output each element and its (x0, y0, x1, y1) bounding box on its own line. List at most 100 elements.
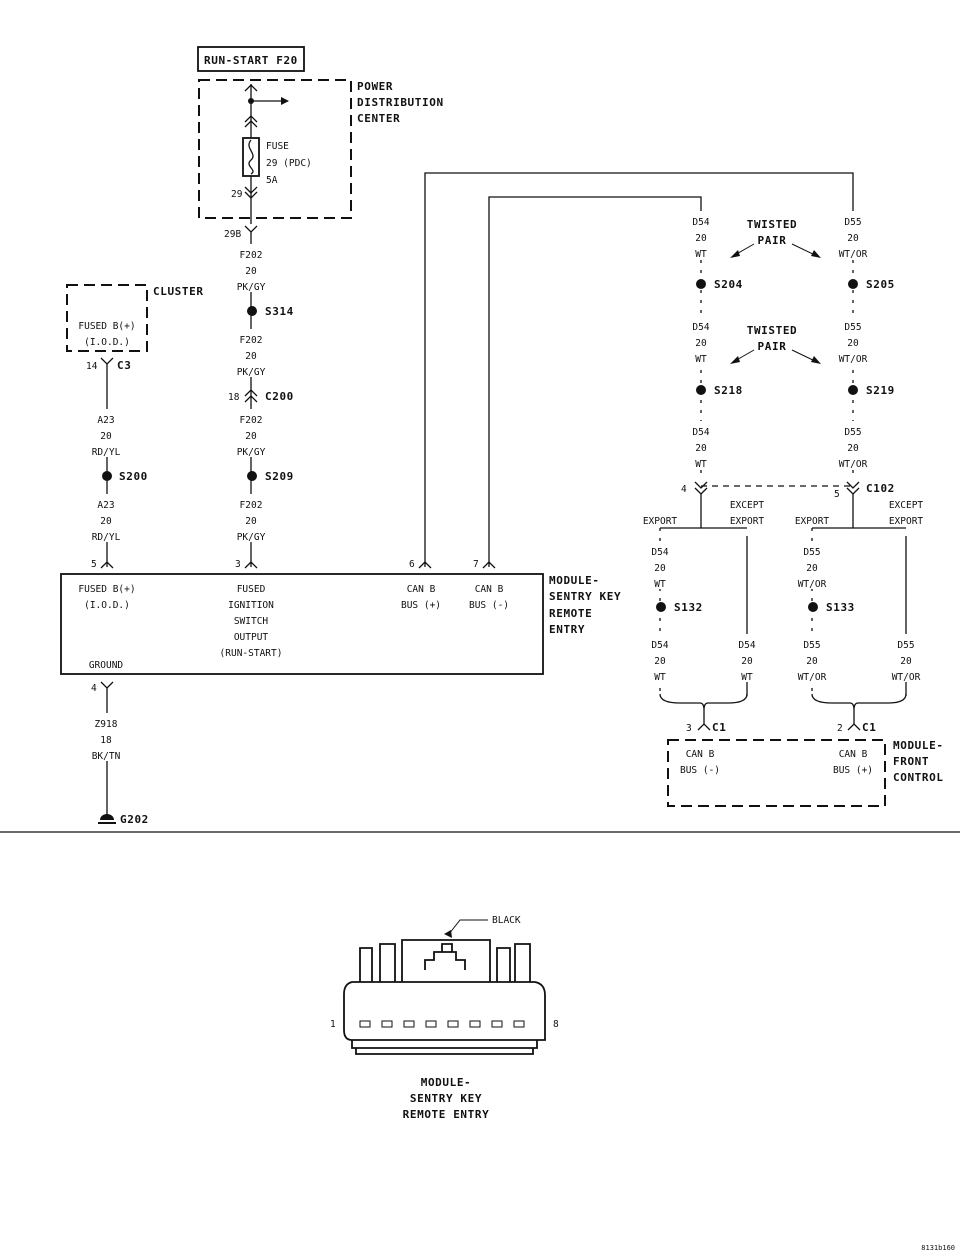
c3-label: C3 (117, 359, 131, 372)
fuse-text-2: 29 (PDC) (266, 158, 312, 169)
connector-base (351, 1040, 538, 1055)
skr-module: MODULE- SENTRY KEY REMOTE ENTRY FUSED B(… (60, 573, 621, 675)
g202-label: G202 (120, 813, 149, 826)
fcm-pin-2: 2 (837, 723, 843, 734)
f202-seg2-gauge: 20 (245, 351, 257, 362)
skr-pin-6: 6 (409, 559, 415, 570)
connector-pin (403, 1020, 415, 1028)
connector-label-1: MODULE- (421, 1076, 472, 1089)
f202-seg3-color: PK/GY (237, 447, 266, 458)
right-export-label: EXPORT (795, 516, 830, 527)
f202-seg1-gauge: 20 (245, 266, 257, 277)
r-except-circuit: D55 (897, 640, 914, 651)
connector-center-housing (401, 939, 491, 982)
r-export-top-color: WT/OR (798, 579, 827, 590)
l-export-bottom-circuit: D54 (651, 640, 668, 651)
fuse-bus-arrowhead (281, 97, 289, 105)
fcm-dashed-box (667, 739, 886, 807)
connector-key-tab (441, 943, 453, 952)
ground-pin: 4 (91, 683, 97, 694)
c3-pin: 14 (86, 361, 98, 372)
f202-mask-1 (238, 244, 264, 292)
connector-pin (447, 1020, 459, 1028)
f202-seg4-gauge: 20 (245, 516, 257, 527)
can-bus-wires: 6 7 (409, 172, 854, 570)
f202-seg4-color: PK/GY (237, 532, 266, 543)
fcm-c1-left: C1 (712, 721, 726, 734)
splice-s200-label: S200 (119, 470, 148, 483)
connector-color-label: BLACK (492, 915, 521, 926)
right-except-label-1: EXCEPT (889, 500, 924, 511)
pdc-label-2: DISTRIBUTION (357, 96, 444, 109)
connector-label-3: REMOTE ENTRY (403, 1108, 490, 1121)
c102-connector-right (846, 481, 860, 495)
fcm-pin-3-connector (697, 723, 711, 731)
twisted-pair-1-arrowhead-left (730, 250, 740, 258)
d54-3-gauge: 20 (695, 443, 707, 454)
c200-pin: 18 (228, 392, 240, 403)
can-plus-wire (424, 172, 854, 567)
splice-s205-label: S205 (866, 278, 895, 291)
fuse-element (242, 137, 260, 177)
splice-s133 (808, 602, 818, 612)
run-start-f20-label: RUN-START F20 (204, 54, 298, 67)
d55-3-mask (833, 421, 873, 469)
right-except-label-2: EXPORT (889, 516, 924, 527)
d55-3-circuit: D55 (844, 427, 861, 438)
fuse-cavity-29-connector (244, 186, 258, 199)
c102-section: 4 5 C102 EXPORT EXCEPT EXPORT EXPORT EXC… (643, 481, 924, 529)
r-export-bottom-mask (792, 634, 832, 682)
twisted-pair-2-arrowhead-right (811, 356, 821, 364)
c200-connector (244, 389, 258, 403)
fcm-can-plus-2: BUS (+) (833, 765, 873, 776)
c102-pin-4: 4 (681, 484, 687, 495)
twisted-pair-2-arrowhead-left (730, 356, 740, 364)
f202-seg1-circuit: F202 (240, 250, 263, 261)
fcm-c1-right: C1 (862, 721, 876, 734)
l-export-top-gauge: 20 (654, 563, 666, 574)
twisted-pair-1-line2: PAIR (758, 234, 787, 247)
skr-ground: GROUND (89, 660, 124, 671)
skr-can-plus-1: CAN B (407, 584, 436, 595)
d55-1-color: WT/OR (839, 249, 868, 260)
f202-seg3-circuit: F202 (240, 415, 263, 426)
f202-seg1-color: PK/GY (237, 282, 266, 293)
d54-2-mask (684, 316, 718, 364)
skr-pin-7-connector (482, 561, 496, 569)
cluster-section: CLUSTER FUSED B(+) (I.O.D.) 14 C3 A23 20… (66, 284, 203, 570)
d54-3-mask (684, 421, 718, 469)
skr-pin-3: 3 (235, 559, 241, 570)
r-export-top-gauge: 20 (806, 563, 818, 574)
fcm-pin-3: 3 (686, 723, 692, 734)
skr-label-4: ENTRY (549, 623, 585, 636)
connector-pin (513, 1020, 525, 1028)
fuse-link (248, 139, 254, 175)
skr-fused-b-iod: (I.O.D.) (84, 600, 130, 611)
f202-circuit: F202 20 PK/GY S314 F202 20 PK/GY 18 C200… (228, 232, 293, 570)
skr-can-plus-2: BUS (+) (401, 600, 441, 611)
d54-1-mask (684, 211, 718, 259)
splice-s219-label: S219 (866, 384, 895, 397)
z918-mask (92, 713, 122, 761)
f202-seg4-circuit: F202 (240, 500, 263, 511)
left-except-label-2: EXPORT (730, 516, 765, 527)
splice-s209 (247, 471, 257, 481)
d54-1-color: WT (695, 249, 707, 260)
splice-s204 (696, 279, 706, 289)
pdc-dashed-box (198, 79, 352, 219)
twisted-pair-1-line1: TWISTED (747, 218, 798, 231)
l-export-top-circuit: D54 (651, 547, 668, 558)
skr-ign-5: (RUN-START) (220, 648, 283, 659)
r-except-color: WT/OR (892, 672, 921, 683)
a23-mask-2 (92, 494, 122, 542)
a23-lower-color: RD/YL (92, 532, 121, 543)
skr-can-minus-2: BUS (-) (469, 600, 509, 611)
pdc-connector-top (244, 84, 258, 92)
cluster-dashed-box (66, 284, 148, 352)
z918-color: BK/TN (92, 751, 121, 762)
fcm-can-minus-1: CAN B (686, 749, 715, 760)
l-export-top-mask (645, 541, 675, 589)
connector-color-arrowhead (444, 930, 452, 938)
connector-right-latches (496, 943, 531, 982)
skr-pin-3-connector (244, 561, 258, 569)
